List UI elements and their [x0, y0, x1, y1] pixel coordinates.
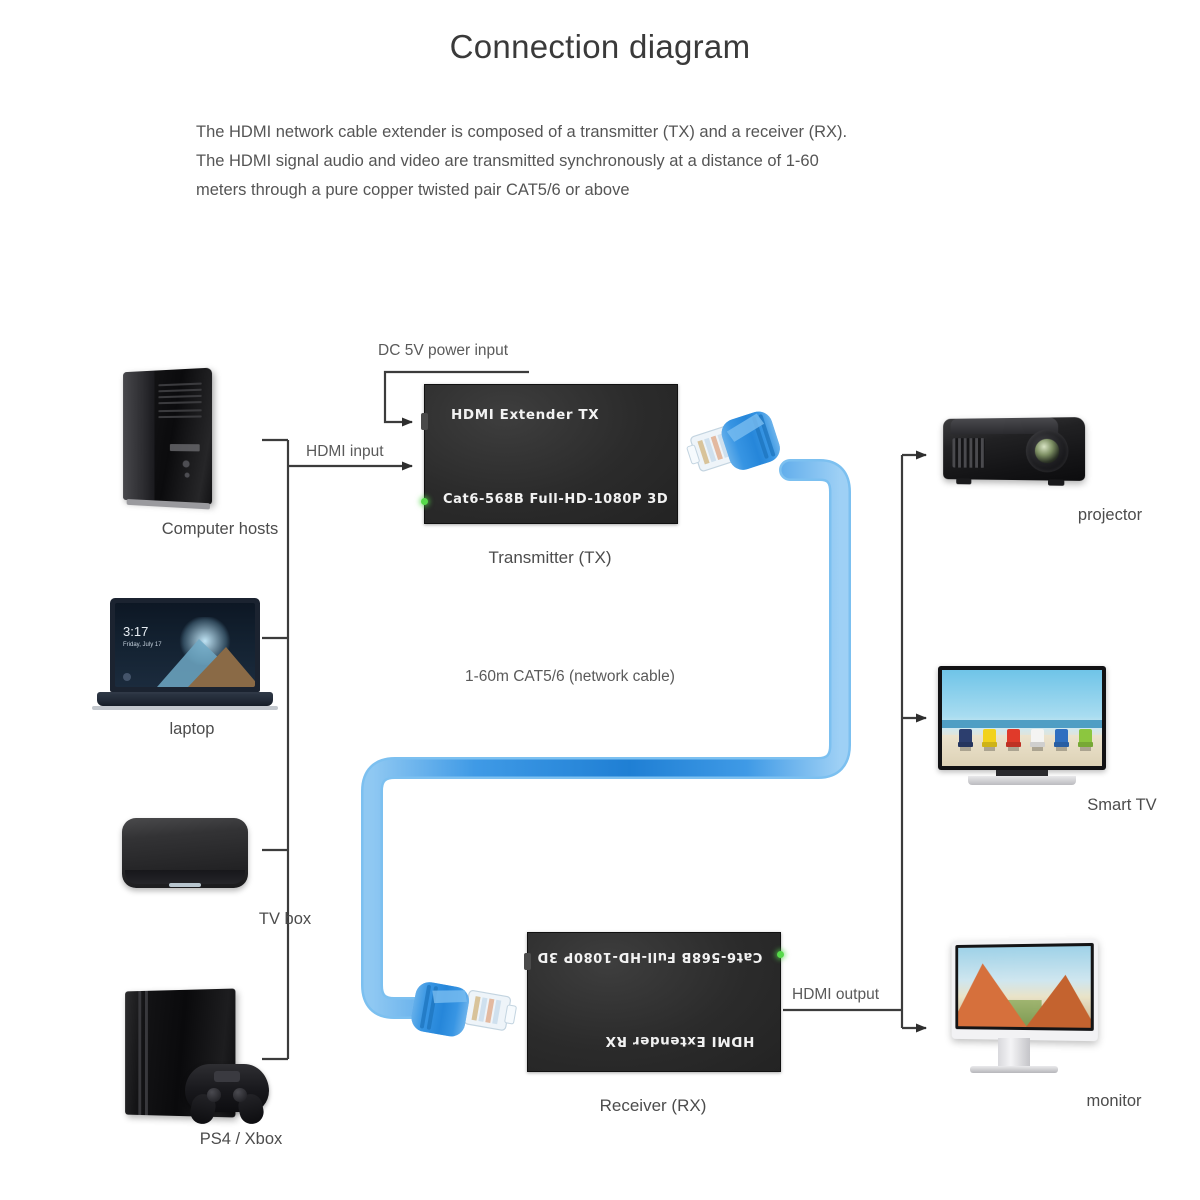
rj45-connector-tx [686, 411, 780, 472]
intro-paragraph: The HDMI network cable extender is compo… [196, 123, 848, 199]
monitor-icon [951, 938, 1098, 1042]
transmitter-caption: Transmitter (TX) [488, 548, 612, 567]
source-label-computer-hosts: Computer hosts [161, 520, 279, 538]
transmitter-led [421, 498, 428, 505]
rj45-connector-rx [411, 982, 517, 1037]
source-label-laptop: laptop [169, 720, 215, 738]
hdmi-output-path [783, 450, 927, 1033]
laptop-screen-time: 3:17 [123, 624, 149, 639]
transmitter-port [421, 413, 428, 430]
projector-icon [943, 417, 1086, 486]
transmitter-bottom-text: Cat6-568B Full-HD-1080P 3D [443, 492, 669, 507]
receiver-caption: Receiver (RX) [599, 1096, 707, 1115]
gamepad-icon [185, 1064, 269, 1127]
laptop-icon: 3:17 Friday, July 17 [110, 598, 260, 692]
transmitter-device[interactable]: HDMI Extender TX Cat6-568B Full-HD-1080P… [421, 384, 678, 524]
source-label-tv-box: TV box [258, 910, 312, 928]
tv-box-icon [122, 818, 248, 888]
label-hdmi-output: HDMI output [792, 986, 880, 1003]
destination-label-projector: projector [1077, 506, 1143, 524]
monitor-screen [958, 946, 1091, 1028]
source-label-ps4-xbox: PS4 / Xbox [199, 1130, 283, 1148]
destination-label-smart-tv: Smart TV [1087, 796, 1157, 814]
transmitter-top-text: HDMI Extender TX [451, 407, 600, 423]
laptop-screen-date: Friday, July 17 [123, 642, 162, 648]
smart-tv-icon [938, 666, 1106, 770]
pc-tower-icon [123, 367, 213, 510]
receiver-led [777, 951, 784, 958]
receiver-top-text: HDMI Extender RX [604, 1033, 754, 1049]
page-title: Connection diagram [449, 28, 751, 65]
label-network-cable: 1-60m CAT5/6 (network cable) [465, 668, 675, 685]
destination-label-monitor: monitor [1086, 1092, 1142, 1110]
smart-tv-screen [942, 670, 1102, 766]
label-power-input: DC 5V power input [378, 342, 509, 359]
receiver-port [524, 953, 531, 970]
receiver-bottom-text: Cat6-568B Full-HD-1080P 3D [536, 949, 762, 964]
receiver-device[interactable]: HDMI Extender RX Cat6-568B Full-HD-1080P… [524, 932, 784, 1072]
label-hdmi-input: HDMI input [306, 443, 384, 460]
